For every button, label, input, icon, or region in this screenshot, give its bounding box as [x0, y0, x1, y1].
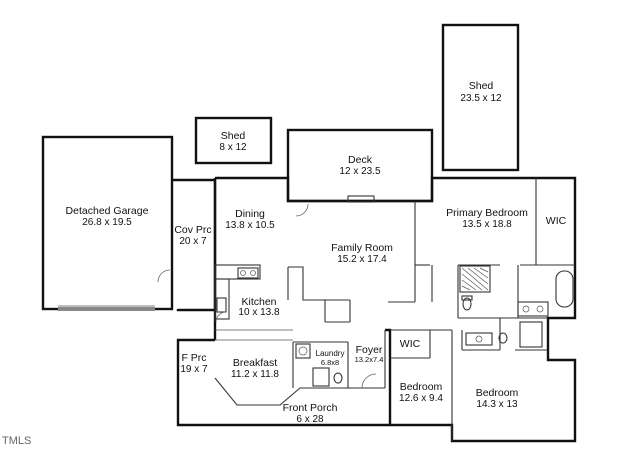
foyer-name: Foyer	[356, 344, 383, 356]
half-bath-toilet	[333, 372, 343, 384]
shed-large-name: Shed	[469, 80, 494, 92]
mls-watermark: TMLS	[2, 435, 31, 447]
primary-bedroom-dim: 13.5 x 18.8	[462, 219, 512, 230]
breakfast-dim: 11.2 x 11.8	[231, 369, 279, 380]
breakfast-name: Breakfast	[233, 357, 277, 369]
primary-tub	[555, 270, 574, 308]
kitchen-dim: 10 x 13.8	[238, 307, 280, 318]
deck-name: Deck	[348, 154, 373, 166]
primary-toilet	[462, 297, 472, 311]
shed-small-dim: 8 x 12	[219, 142, 247, 153]
f-prc-dim: 19 x 7	[180, 364, 208, 375]
laundry-name: Laundry	[316, 349, 345, 358]
primary-vanity	[517, 301, 549, 317]
front-porch-name: Front Porch	[283, 402, 338, 414]
walls	[41, 23, 577, 443]
primary-bedroom-name: Primary Bedroom	[446, 207, 528, 219]
shed-small-name: Shed	[221, 130, 246, 142]
shed-large-dim: 23.5 x 12	[460, 93, 502, 104]
shed-large-outline	[441, 23, 520, 172]
garage-dim: 26.8 x 19.5	[82, 217, 132, 228]
deck-door	[295, 203, 309, 217]
house-exterior	[215, 176, 577, 443]
washer	[295, 343, 311, 359]
kitchen-door	[215, 311, 227, 323]
front-porch-outline	[176, 338, 390, 427]
fireplace	[347, 195, 375, 203]
laundry-counter	[312, 367, 330, 387]
bath2-tub	[519, 321, 543, 348]
garage-name: Detached Garage	[66, 205, 149, 217]
family-room-name: Family Room	[331, 242, 393, 254]
cov-prc-name: Cov Prc	[174, 224, 211, 236]
range	[237, 267, 259, 279]
bedroom-2-dim: 12.6 x 9.4	[399, 393, 443, 404]
bedroom-3-name: Bedroom	[476, 387, 519, 399]
bedroom-2-name: Bedroom	[400, 381, 443, 393]
deck-dim: 12 x 23.5	[339, 166, 381, 177]
kitchen-sink	[216, 297, 227, 313]
bath2-toilet	[498, 332, 508, 344]
foyer-door	[361, 373, 377, 389]
room-labels: Shed 23.5 x 12 Shed 8 x 12 Deck 12 x 23.…	[66, 80, 567, 425]
wic-primary-name: WIC	[546, 215, 567, 227]
kitchen-name: Kitchen	[241, 296, 276, 308]
f-prc-name: F Prc	[181, 352, 206, 364]
front-porch-dim: 6 x 28	[296, 414, 324, 425]
wic-bedroom-name: WIC	[400, 338, 421, 350]
foyer-dim: 13.2x7.4	[355, 355, 384, 364]
laundry-dim: 6.8x8	[321, 358, 339, 367]
garage-side-door	[157, 269, 171, 283]
dining-name: Dining	[235, 208, 265, 220]
dining-dim: 13.8 x 10.5	[225, 220, 275, 231]
bath2-vanity	[465, 332, 493, 346]
cov-prc-dim: 20 x 7	[179, 236, 207, 247]
primary-shower	[459, 265, 491, 293]
family-room-dim: 15.2 x 17.4	[337, 254, 387, 265]
breakfast-bay	[214, 377, 360, 406]
bedroom-3-dim: 14.3 x 13	[476, 399, 518, 410]
fixtures	[157, 195, 574, 389]
shed-small-outline	[194, 116, 273, 165]
